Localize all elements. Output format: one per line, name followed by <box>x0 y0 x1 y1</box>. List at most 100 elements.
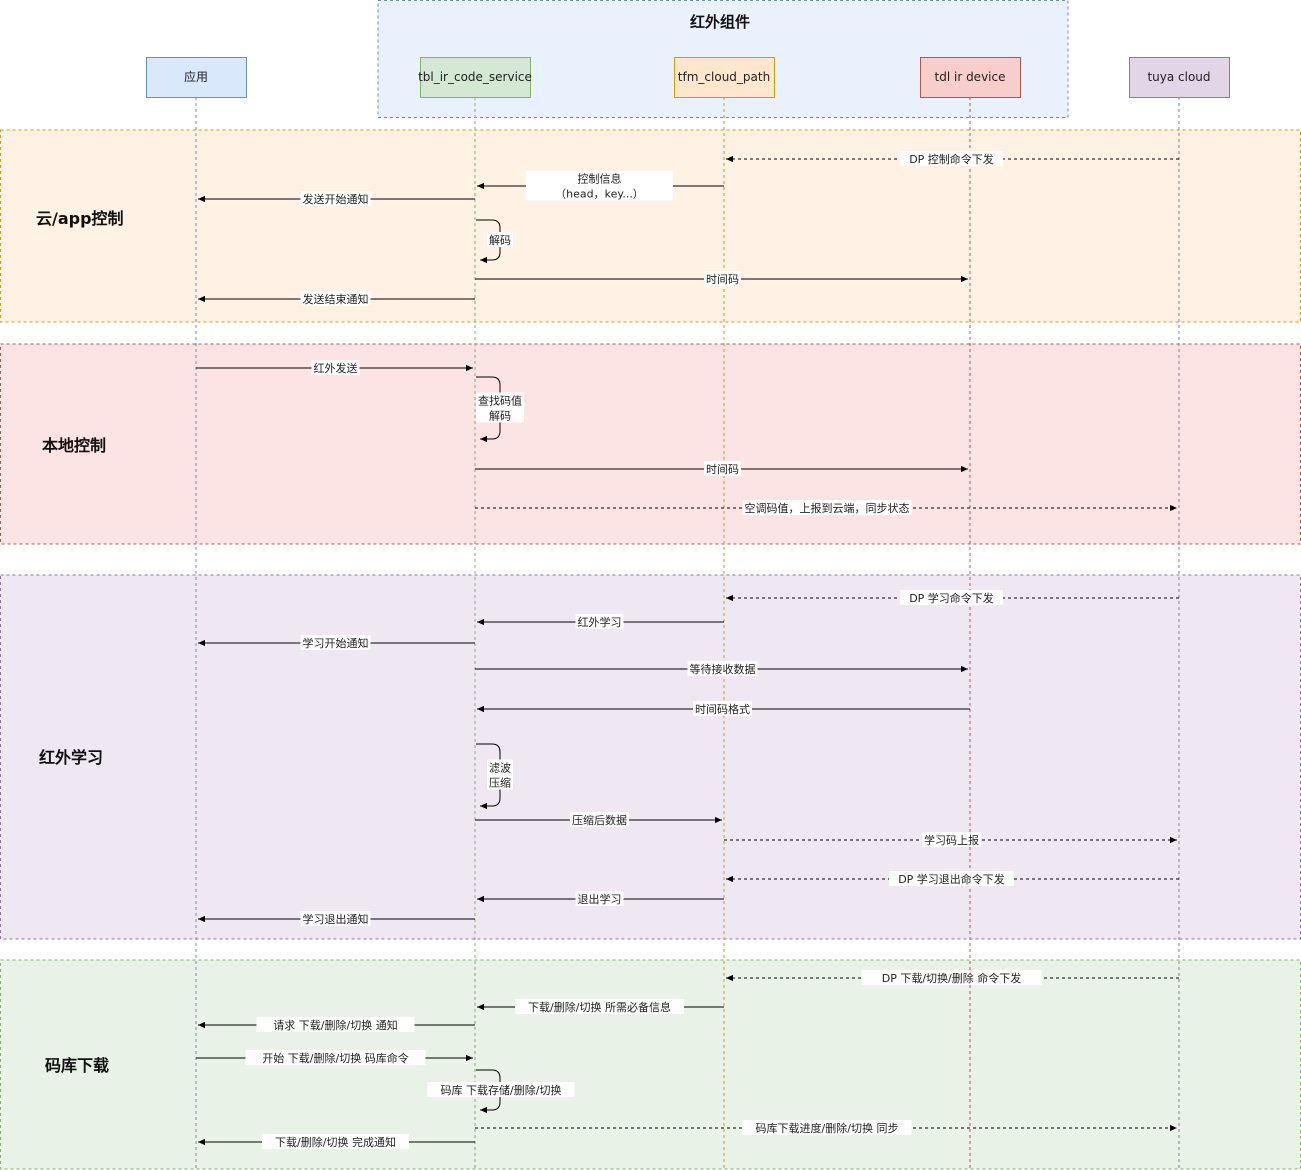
section-bands <box>0 129 1301 1170</box>
message-label-bg <box>704 271 741 286</box>
message-26[interactable]: 码库 下载存储/删除/切换 <box>427 1069 575 1114</box>
message-20[interactable]: 退出学习 <box>477 891 724 906</box>
message-label-bg <box>487 232 513 247</box>
lifelines <box>195 97 1180 1170</box>
message-label-bg <box>245 1050 426 1065</box>
participant-box <box>146 57 247 98</box>
message-label-bg <box>693 701 752 716</box>
message-10[interactable]: 空调码值，上报到云端，同步状态 <box>475 500 1177 515</box>
message-label-bg <box>704 461 741 476</box>
message-label-group: 码库下载进度/删除/切换 同步 <box>742 1120 912 1135</box>
message-27[interactable]: 码库下载进度/删除/切换 同步 <box>475 1120 1177 1135</box>
message-17[interactable]: 压缩后数据 <box>475 812 722 827</box>
message-label: 压缩 <box>489 777 511 790</box>
message-label-bg <box>476 392 524 423</box>
participant-box <box>1129 57 1230 98</box>
message-4[interactable]: 解码 <box>476 219 513 264</box>
message-label-group: DP 学习命令下发 <box>900 590 1003 605</box>
participant-cloudp[interactable]: tfm_cloud_path <box>674 57 775 98</box>
message-label: 学习码上报 <box>924 833 979 847</box>
participant-dev[interactable]: tdl ir device <box>920 57 1021 98</box>
message-label-group: 发送开始通知 <box>300 191 371 206</box>
message-label: 学习退出通知 <box>303 912 369 926</box>
section-title-codebase-download: 码库下载 <box>45 1056 109 1075</box>
participant-label: tfm_cloud_path <box>678 70 770 84</box>
message-12[interactable]: 红外学习 <box>477 614 724 629</box>
message-2[interactable]: 控制信息（head，key...） <box>477 170 724 201</box>
message-28[interactable]: 下载/删除/切换 完成通知 <box>198 1134 475 1149</box>
message-label: 请求 下载/删除/切换 通知 <box>273 1018 397 1032</box>
participant-label: tuya cloud <box>1147 70 1210 84</box>
message-label-group: 下载/删除/切换 完成通知 <box>262 1134 409 1149</box>
section-title-local-control: 本地控制 <box>42 436 106 455</box>
participant-svc[interactable]: tbl_ir_code_service <box>418 57 532 98</box>
message-label-bg <box>300 291 371 306</box>
message-13[interactable]: 学习开始通知 <box>198 635 475 650</box>
message-label-bg <box>487 759 513 790</box>
message-6[interactable]: 发送结束通知 <box>198 291 475 306</box>
message-1[interactable]: DP 控制命令下发 <box>726 151 1179 166</box>
message-label: 码库 下载存储/删除/切换 <box>441 1083 562 1097</box>
message-15[interactable]: 时间码格式 <box>477 701 970 716</box>
message-label-bg <box>922 832 981 847</box>
message-label-bg <box>575 891 624 906</box>
message-label-group: 学习开始通知 <box>300 635 371 650</box>
messages: DP 控制命令下发控制信息（head，key...）发送开始通知解码时间码发送结… <box>196 151 1179 1149</box>
participant-label: 应用 <box>184 69 208 84</box>
message-5[interactable]: 时间码 <box>475 271 968 286</box>
message-label: 等待接收数据 <box>690 662 756 676</box>
message-label: 发送开始通知 <box>303 192 369 206</box>
message-label-bg <box>900 590 1003 605</box>
message-label: 发送结束通知 <box>303 292 369 306</box>
message-label: 压缩后数据 <box>572 813 627 827</box>
message-24[interactable]: 请求 下载/删除/切换 通知 <box>198 1017 475 1032</box>
message-14[interactable]: 等待接收数据 <box>475 661 968 676</box>
message-label: 学习开始通知 <box>303 636 369 650</box>
message-label: 时间码 <box>706 273 739 286</box>
message-label: 红外学习 <box>578 615 622 629</box>
message-label-group: DP 学习退出命令下发 <box>889 871 1014 886</box>
message-label-group: 码库 下载存储/删除/切换 <box>427 1082 575 1097</box>
message-label: 控制信息 <box>578 172 622 186</box>
message-label: 时间码 <box>706 463 739 476</box>
message-label-bg <box>256 1017 415 1032</box>
message-label-group: 学习码上报 <box>922 832 981 847</box>
section-band <box>0 959 1301 1170</box>
section-band <box>0 574 1301 940</box>
message-label: DP 下载/切换/删除 命令下发 <box>882 971 1022 985</box>
message-label-group: 时间码格式 <box>693 701 752 716</box>
message-label-group: 空调码值，上报到云端，同步状态 <box>742 500 912 515</box>
message-21[interactable]: 学习退出通知 <box>198 911 475 926</box>
message-19[interactable]: DP 学习退出命令下发 <box>726 871 1179 886</box>
section-band <box>0 129 1301 323</box>
message-9[interactable]: 时间码 <box>475 461 968 476</box>
participant-app[interactable]: 应用 <box>146 57 247 98</box>
message-18[interactable]: 学习码上报 <box>724 832 1177 847</box>
participant-label: tdl ir device <box>935 70 1006 84</box>
message-label: 下载/删除/切换 所需必备信息 <box>528 1000 671 1014</box>
message-label-group: DP 控制命令下发 <box>900 151 1003 166</box>
message-label: 码库下载进度/删除/切换 同步 <box>756 1121 899 1135</box>
message-label-group: 解码 <box>487 232 513 247</box>
message-3[interactable]: 发送开始通知 <box>198 191 475 206</box>
section-band <box>0 343 1301 545</box>
section-title-ir-learning: 红外学习 <box>39 748 103 767</box>
message-11[interactable]: DP 学习命令下发 <box>726 590 1179 605</box>
message-7[interactable]: 红外发送 <box>196 360 473 375</box>
message-label-bg <box>427 1082 575 1097</box>
message-label-group: 开始 下载/删除/切换 码库命令 <box>245 1050 426 1065</box>
participant-tuya[interactable]: tuya cloud <box>1129 57 1230 98</box>
message-label-group: 发送结束通知 <box>300 291 371 306</box>
message-label: 退出学习 <box>578 892 622 906</box>
message-22[interactable]: DP 下载/切换/删除 命令下发 <box>726 970 1179 985</box>
message-23[interactable]: 下载/删除/切换 所需必备信息 <box>477 999 724 1014</box>
message-label: 滤波 <box>489 762 511 775</box>
message-25[interactable]: 开始 下载/删除/切换 码库命令 <box>196 1050 473 1065</box>
participant-box <box>920 57 1021 98</box>
message-label: 空调码值，上报到云端，同步状态 <box>745 501 910 515</box>
message-label-bg <box>861 970 1042 985</box>
